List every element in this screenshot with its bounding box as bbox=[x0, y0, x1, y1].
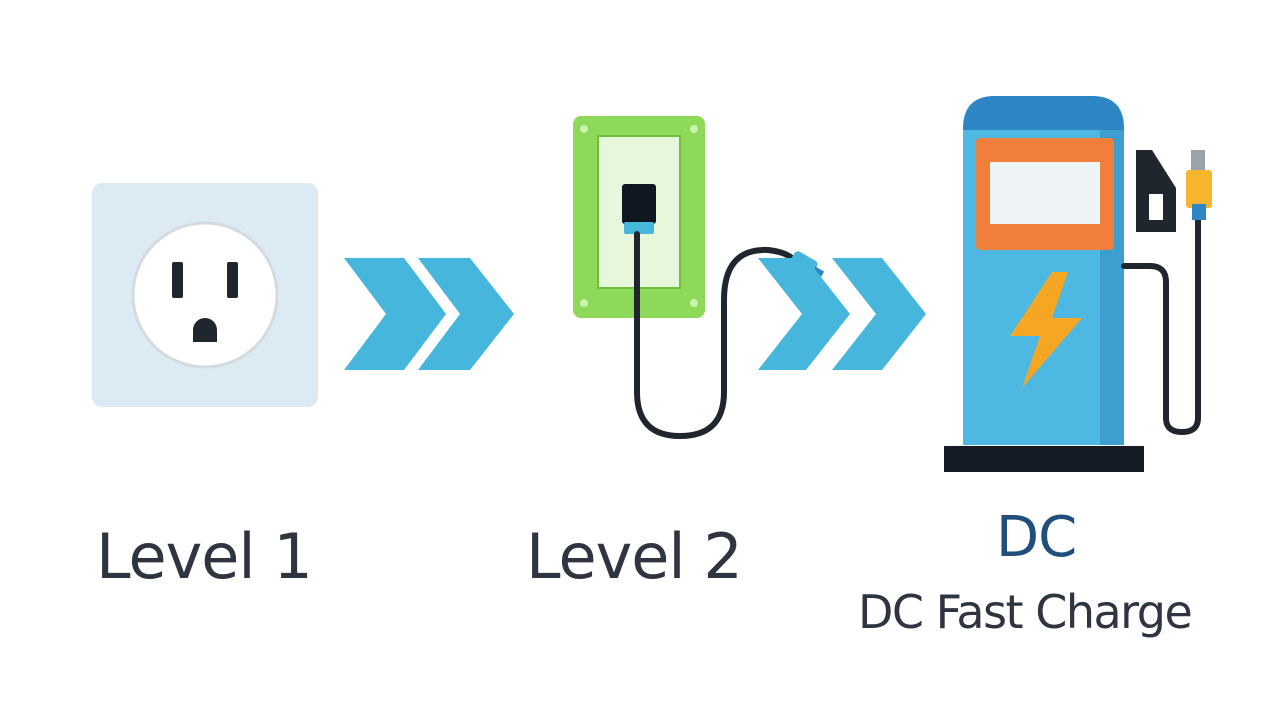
level-1-label: Level 1 bbox=[96, 520, 313, 593]
dc-fast-charge-label: DC Fast Charge bbox=[858, 585, 1193, 639]
level-2-label: Level 2 bbox=[526, 520, 743, 593]
dc-label: DC bbox=[996, 505, 1077, 570]
